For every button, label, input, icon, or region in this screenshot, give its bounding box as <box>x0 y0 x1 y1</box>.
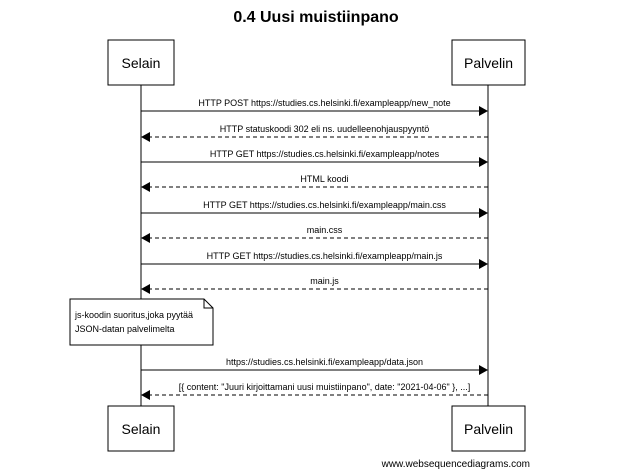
message-label: HTTP GET https://studies.cs.helsinki.fi/… <box>207 251 443 261</box>
participant-palvelin-top: Palvelin <box>451 39 526 86</box>
message-label: [{ content: "Juuri kirjoittamani uusi mu… <box>179 382 470 392</box>
note-line: js-koodin suoritus,joka pyytää <box>74 310 193 320</box>
messages: HTTP POST https://studies.cs.helsinki.fi… <box>141 98 488 400</box>
message-arrowhead <box>479 157 488 167</box>
message-arrowhead <box>141 390 150 400</box>
message-label: HTTP GET https://studies.cs.helsinki.fi/… <box>203 200 446 210</box>
message-arrowhead <box>479 208 488 218</box>
diagram-title: 0.4 Uusi muistiinpano <box>233 9 399 26</box>
message-arrowhead <box>479 365 488 375</box>
message-label: https://studies.cs.helsinki.fi/exampleap… <box>226 357 423 367</box>
participant-label: Selain <box>122 421 161 437</box>
message-label: HTML koodi <box>300 174 348 184</box>
participant-selain-bottom: Selain <box>107 405 175 452</box>
footer-credit: www.websequencediagrams.com <box>381 459 530 470</box>
participant-label: Selain <box>122 55 161 71</box>
participant-label: Palvelin <box>464 55 513 71</box>
message-label: HTTP GET https://studies.cs.helsinki.fi/… <box>210 149 440 159</box>
message-label: HTTP statuskoodi 302 eli ns. uudelleenoh… <box>220 124 429 134</box>
message-label: main.js <box>310 276 339 286</box>
participant-palvelin-bottom: Palvelin <box>451 405 526 452</box>
note-line: JSON-datan palvelimelta <box>75 324 175 334</box>
message-arrowhead <box>479 259 488 269</box>
message-arrowhead <box>141 132 150 142</box>
message-arrowhead <box>141 182 150 192</box>
participant-label: Palvelin <box>464 421 513 437</box>
message-arrowhead <box>141 233 150 243</box>
message-arrowhead <box>141 284 150 294</box>
message-label: HTTP POST https://studies.cs.helsinki.fi… <box>198 98 450 108</box>
message-arrowhead <box>479 106 488 116</box>
note: js-koodin suoritus,joka pyytää JSON-data… <box>69 298 214 346</box>
participant-selain-top: Selain <box>107 39 175 86</box>
message-label: main.css <box>307 225 343 235</box>
